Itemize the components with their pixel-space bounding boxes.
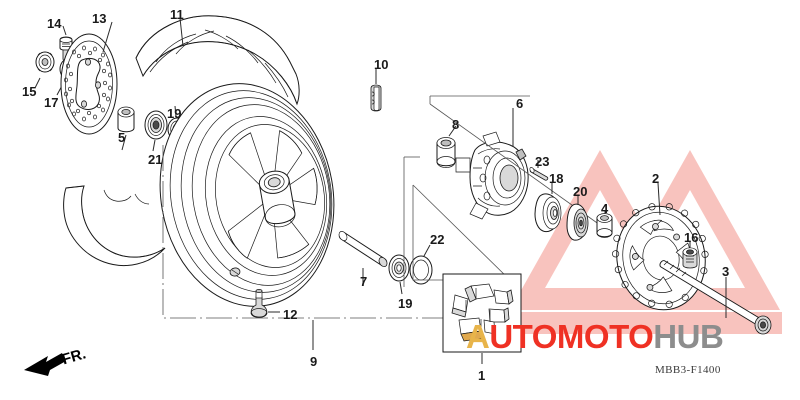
part-22-o-ring <box>409 255 433 285</box>
part-16-axle-nut <box>682 247 698 269</box>
part-15-nut <box>35 51 55 73</box>
leader-13 <box>102 21 113 53</box>
callout-tire-valve: 12 <box>283 307 298 322</box>
callout-collar: 4 <box>601 201 609 216</box>
callout-driven-sprocket: 2 <box>652 171 660 186</box>
callout-side-collar: 5 <box>118 130 126 145</box>
leader-19b <box>399 281 403 295</box>
leader-22 <box>423 244 431 257</box>
callout-ball-bearing: 18 <box>549 171 564 186</box>
callout-oil-seal: 20 <box>573 184 588 199</box>
part-1-damper-rubber-set <box>442 273 522 353</box>
part-10-balance-weight <box>370 84 382 112</box>
callout-rear-axle: 3 <box>722 264 730 279</box>
part-4-collar <box>596 213 613 238</box>
watermark-text: AUTOMOTOHUB <box>466 318 724 356</box>
leader-19a <box>174 105 177 118</box>
watermark-letter-a: A <box>466 318 490 355</box>
callout-wheel-sub-assembly: 9 <box>310 354 318 369</box>
part-5-side-collar <box>117 106 135 133</box>
watermark-hub: HUB <box>653 318 724 355</box>
part-20-oil-seal <box>566 203 589 241</box>
callout-driven-flange: 6 <box>516 96 524 111</box>
part-3-rear-axle <box>659 260 772 335</box>
bracket-6-diag <box>429 103 601 226</box>
callout-axle-nut: 16 <box>684 230 699 245</box>
part-6-driven-flange <box>455 131 529 220</box>
axle-end-head <box>754 315 772 335</box>
part-13-brake-disc <box>60 33 118 135</box>
callout-dust-seal: 21 <box>148 152 163 167</box>
leader-2 <box>657 182 661 216</box>
leader-15 <box>34 77 41 89</box>
part-11-tire <box>63 15 300 266</box>
callout-radial-ball-bearing: 19 <box>167 106 182 121</box>
part-19b-bearing <box>388 254 410 282</box>
part-7-distance-collar <box>338 231 388 268</box>
leader-8 <box>448 125 457 137</box>
fr-arrow-icon <box>24 353 66 376</box>
callout-knock-pin: 23 <box>535 154 550 169</box>
leader-5 <box>121 134 127 151</box>
callout-balance-weight: 10 <box>374 57 389 72</box>
diagram-reference-code: MBB3-F1400 <box>655 364 721 376</box>
callout-distance-collar: 8 <box>452 117 460 132</box>
callout-washer: 17 <box>44 95 59 110</box>
callout-damper-rubber-set: 1 <box>478 368 486 383</box>
leader-21 <box>152 139 156 152</box>
callout-radial-ball-bearing: 19 <box>398 296 413 311</box>
callout-distance-collar-long: 7 <box>360 274 368 289</box>
rim-valve-mount <box>229 267 241 277</box>
leader-14 <box>62 25 67 36</box>
part-21-dust-seal <box>144 110 168 140</box>
callout-tire: 11 <box>170 7 184 22</box>
callout-nut: 15 <box>22 84 37 99</box>
leader-11 <box>179 17 184 47</box>
callout-disc-bolt: 14 <box>47 16 62 31</box>
watermark-utomoto: UTOMOTO <box>489 318 654 355</box>
part-23-knock-pin <box>529 167 549 181</box>
part-8-distance-collar <box>436 137 456 168</box>
part-12-tire-valve <box>250 288 268 318</box>
callout-brake-disc: 13 <box>92 11 107 26</box>
bracket-1-diag2 <box>412 184 511 281</box>
part-18-ball-bearing <box>534 193 562 233</box>
part-9-wheel-assembly <box>159 83 335 307</box>
callout-o-ring: 22 <box>430 232 445 247</box>
bracket-9 <box>162 145 455 319</box>
